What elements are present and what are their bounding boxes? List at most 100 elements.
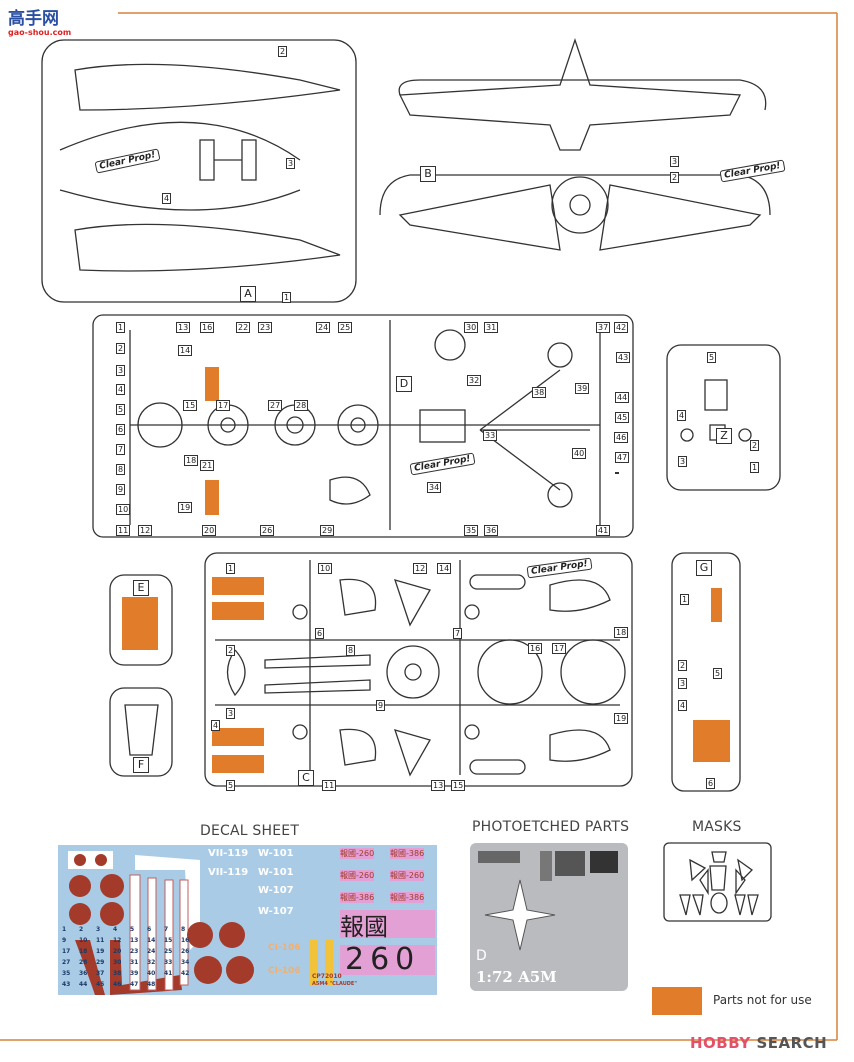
part-number: 3 (286, 158, 296, 169)
decal-number-label: 14 (147, 937, 156, 944)
decal-number-label: 28 (79, 959, 88, 966)
decal-number-label: 9 (62, 937, 67, 944)
part-number: 40 (572, 448, 587, 459)
part-number: 17 (552, 643, 567, 654)
part-number: 36 (484, 525, 499, 536)
part-number: 10 (318, 563, 333, 574)
sprue-label-e: E (133, 580, 149, 596)
part-number: 4 (678, 700, 688, 711)
decal-number-label: 4 (113, 926, 118, 933)
decal-number-label: 46 (113, 981, 122, 988)
part-number: 21 (200, 460, 215, 471)
decal-number-label: 6 (147, 926, 152, 933)
part-number: 13 (176, 322, 191, 333)
part-number: 3 (678, 678, 688, 689)
orange-part (212, 728, 264, 746)
part-number: 16 (528, 643, 543, 654)
part-number: 41 (596, 525, 611, 536)
watermark-logo-top: 高手网 gao-shou.com (4, 4, 114, 38)
part-number: 27 (268, 400, 283, 411)
decal-number-label: 11 (96, 937, 105, 944)
decal-tag: 報國-386 (390, 892, 425, 903)
part-number: 8 (116, 464, 126, 475)
decal-number-label: 35 (62, 970, 71, 977)
photoetched-fret (470, 843, 628, 991)
part-number (615, 472, 619, 474)
decal-tag: 報國-260 (340, 870, 375, 881)
sprue-label-f: F (133, 757, 149, 773)
decal-number-label: 27 (62, 959, 71, 966)
not-for-use-parts (122, 367, 730, 773)
decal-code: W-101 (258, 867, 294, 878)
part-number: 6 (706, 778, 716, 789)
legend-label: Parts not for use (713, 993, 812, 1007)
decal-number-label: 20 (113, 948, 122, 955)
part-number: 17 (216, 400, 231, 411)
decal-code: VII-119 (208, 867, 249, 878)
decal-kanji: 報國 (340, 913, 388, 941)
part-number: 15 (451, 780, 466, 791)
decal-number-label: 13 (130, 937, 139, 944)
sprue-label-a: A (240, 286, 256, 302)
part-number: 19 (178, 502, 193, 513)
part-number: 31 (484, 322, 499, 333)
part-number: 28 (294, 400, 309, 411)
part-number: 2 (226, 645, 236, 656)
part-number: 6 (116, 424, 126, 435)
decal-number-label: 10 (79, 937, 88, 944)
orange-part (212, 602, 264, 620)
decal-number-label: 33 (164, 959, 173, 966)
decal-code: W-107 (258, 885, 294, 896)
decal-number-label: 25 (164, 948, 173, 955)
part-number: 9 (376, 700, 386, 711)
part-number: 3 (116, 365, 126, 376)
part-number: 4 (116, 384, 126, 395)
decal-number-label: 18 (79, 948, 88, 955)
orange-part (122, 597, 158, 650)
part-number: 1 (680, 594, 690, 605)
decal-number-label: 34 (181, 959, 190, 966)
decal-number-label: 15 (164, 937, 173, 944)
part-number: 3 (678, 456, 688, 467)
part-number: 15 (183, 400, 198, 411)
part-number: 42 (614, 322, 629, 333)
lower-wing (398, 184, 762, 251)
decal-number-label: 32 (147, 959, 156, 966)
part-number: 12 (413, 563, 428, 574)
part-number: 37 (596, 322, 611, 333)
part-number: 5 (707, 352, 717, 363)
part-number: 4 (677, 410, 687, 421)
part-number: 2 (278, 46, 288, 57)
photoetched-title: PHOTOETCHED PARTS (472, 819, 630, 835)
decal-number-label: 12 (113, 937, 122, 944)
part-number: 14 (178, 345, 193, 356)
part-number: 30 (464, 322, 479, 333)
decal-number-label: 2 (79, 926, 84, 933)
part-number: 29 (320, 525, 335, 536)
part-number: 5 (226, 780, 236, 791)
decal-number-label: 8 (181, 926, 186, 933)
sprue-c (204, 552, 633, 787)
part-number: 4 (211, 720, 221, 731)
part-number: 4 (162, 193, 172, 204)
part-number: 1 (750, 462, 760, 473)
part-number: 2 (678, 660, 688, 671)
decal-sheet-title: DECAL SHEET (200, 823, 300, 839)
part-number: 7 (453, 628, 463, 639)
decal-number-label: 23 (130, 948, 139, 955)
part-number: 19 (614, 713, 629, 724)
part-number: 26 (260, 525, 275, 536)
masks-title: MASKS (692, 819, 742, 835)
decal-number-label: 45 (96, 981, 105, 988)
watermark-url: gao-shou.com (8, 28, 72, 37)
part-number: 44 (615, 392, 630, 403)
decal-tag: 報國-386 (340, 892, 375, 903)
part-number: 34 (427, 482, 442, 493)
sprue-e (109, 574, 173, 666)
decal-number-label: 36 (79, 970, 88, 977)
not-for-use-swatch (652, 987, 702, 1015)
orange-part (693, 720, 730, 762)
orange-part (212, 755, 264, 773)
part-number: 43 (616, 352, 631, 363)
part-number: 38 (532, 387, 547, 398)
